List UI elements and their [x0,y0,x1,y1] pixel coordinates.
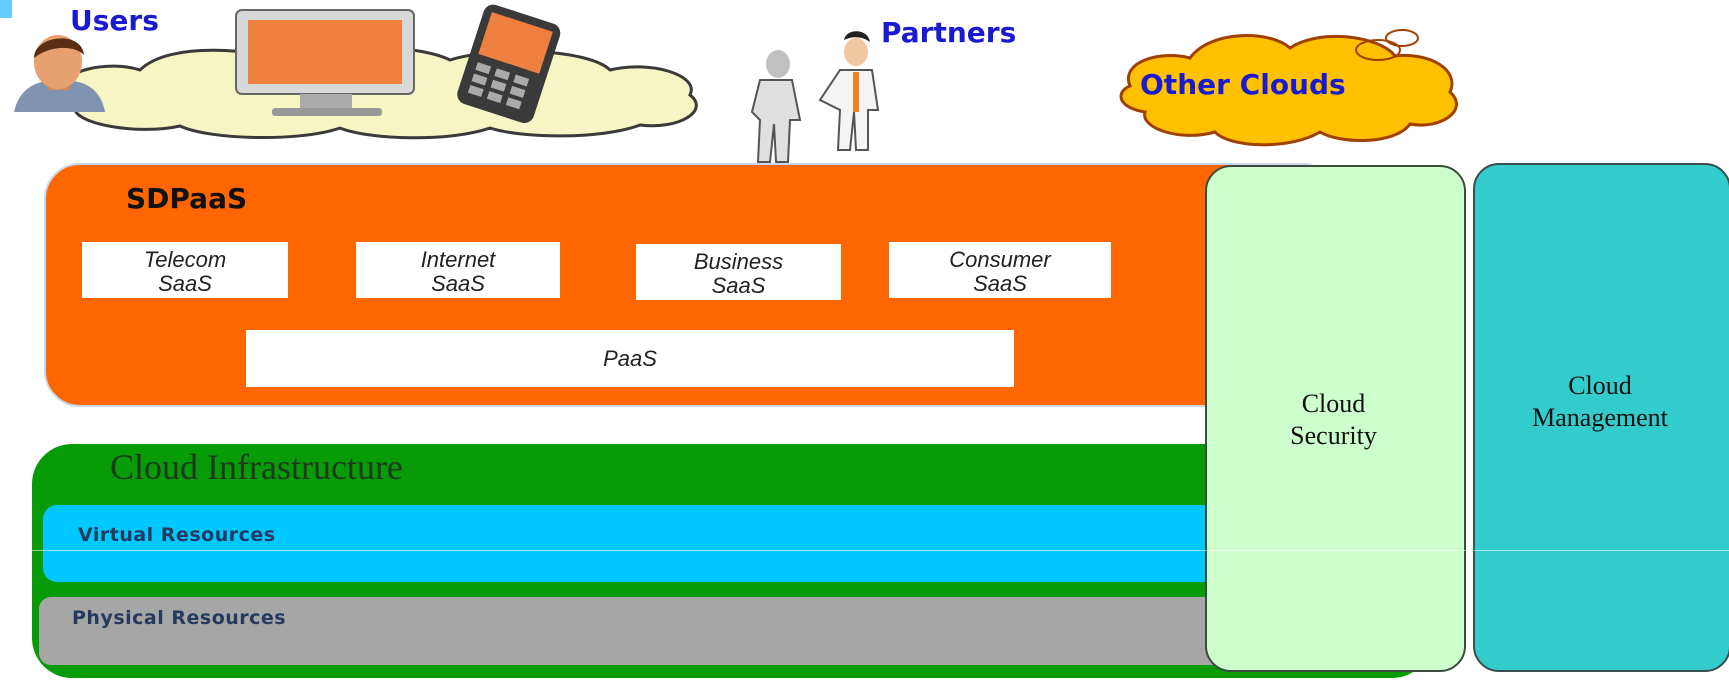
user-avatar-icon [14,35,105,112]
internet-saas-box: Internet SaaS [356,242,560,298]
paas-box: PaaS [246,330,1014,387]
cloud-management-pillar [1473,163,1729,672]
physical-resources-layer [39,597,1319,665]
consumer-saas-box: Consumer SaaS [889,242,1111,298]
telecom-saas-box: Telecom SaaS [82,242,288,298]
cloud-security-label: Cloud Security [1205,388,1462,452]
divider-line [0,550,1729,551]
partners-label: Partners [881,16,1017,49]
saas-line2: SaaS [158,271,212,296]
saas-line1: Consumer [949,247,1051,272]
mobile-phone-icon [457,4,561,124]
security-line1: Cloud [1301,389,1366,418]
saas-line2: SaaS [711,273,766,298]
management-line1: Cloud [1568,371,1632,400]
physical-resources-label: Physical Resources [72,607,287,629]
saas-line1: Internet [420,247,496,272]
other-clouds-label: Other Clouds [1140,68,1346,101]
users-label: Users [70,4,159,37]
management-line2: Management [1532,403,1668,432]
cloud-infrastructure-title: Cloud Infrastructure [110,447,403,487]
cloud-icon [1119,29,1458,147]
cloud-security-pillar [1205,165,1466,672]
saas-line1: Telecom [143,247,227,272]
virtual-resources-label: Virtual Resources [78,524,276,546]
top-illustration [14,4,1458,163]
monitor-icon [235,9,415,116]
handshake-people-icon [750,31,880,163]
virtual-resources-layer [43,505,1313,582]
saas-line2: SaaS [431,271,485,296]
saas-line2: SaaS [973,271,1027,296]
saas-line1: Business [693,249,784,274]
security-line2: Security [1290,421,1377,450]
corner-accent [0,0,12,18]
sdpaas-title: SDPaaS [126,182,248,215]
cloud-management-label: Cloud Management [1473,370,1727,434]
business-saas-box: Business SaaS [636,244,841,300]
